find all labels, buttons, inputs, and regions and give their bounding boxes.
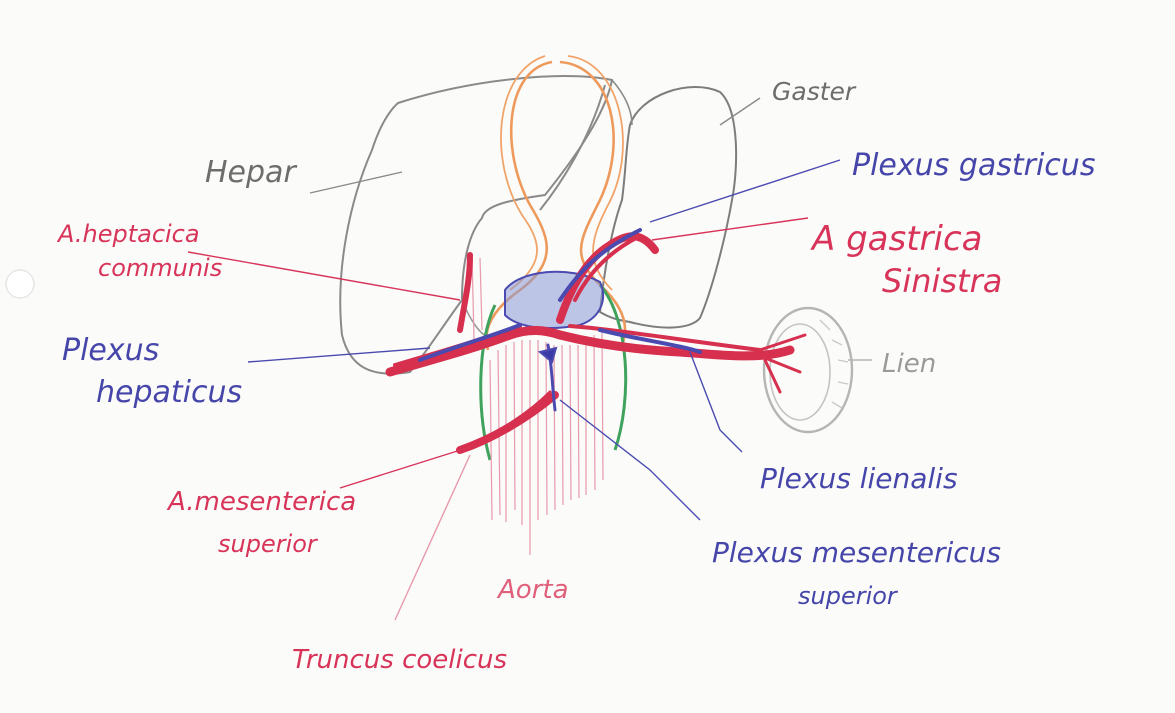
arteries (390, 236, 805, 450)
plexus-hepaticus-path (420, 325, 520, 360)
plexus-node (540, 348, 556, 362)
leader-truncus (395, 455, 470, 620)
liver-inner-line (540, 85, 605, 210)
label-plexus-hepaticus-2: hepaticus (96, 375, 242, 410)
splenic-branch-3 (765, 360, 780, 392)
label-hepar: Hepar (205, 155, 297, 190)
spleen-outer (764, 308, 852, 432)
aorta-outline-right (600, 285, 626, 450)
leader-plexus-hepaticus (248, 348, 430, 362)
label-a-mesenterica-2: superior (218, 530, 319, 558)
leader-a-hepatica (188, 252, 460, 300)
leader-gaster (720, 98, 760, 125)
label-a-gastrica-2: Sinistra (882, 262, 1002, 300)
label-truncus: Truncus coelicus (292, 645, 507, 675)
leader-a-mesenterica (340, 447, 470, 488)
label-a-mesenterica-1: A.mesenterica (166, 487, 356, 517)
label-plexus-lienalis: Plexus lienalis (760, 462, 958, 495)
leader-plexus-lienalis (690, 352, 742, 452)
label-a-hepatica-1: A.heptacica (56, 220, 200, 248)
label-aorta: Aorta (496, 575, 569, 605)
binder-hole (6, 270, 34, 298)
label-plexus-mesentericus-2: superior (798, 582, 899, 610)
label-plexus-hepaticus-1: Plexus (62, 333, 159, 368)
leader-hepar (310, 172, 402, 193)
leader-plexus-gastricus (650, 160, 840, 222)
label-a-gastrica-1: A gastrica (810, 219, 982, 259)
stomach-outline (600, 87, 736, 328)
label-gaster: Gaster (772, 77, 857, 106)
esophagus-loop-3 (501, 56, 545, 290)
leader-a-gastrica (652, 218, 808, 240)
stomach-inner-line (612, 80, 632, 125)
liver-outline (340, 76, 612, 374)
label-plexus-gastricus: Plexus gastricus (852, 148, 1095, 183)
label-lien: Lien (882, 349, 936, 379)
label-plexus-mesentericus-1: Plexus mesentericus (712, 536, 1001, 569)
leader-plexus-mesentericus (560, 400, 700, 520)
common-hepatic-artery (390, 330, 560, 372)
label-a-hepatica-2: communis (98, 254, 222, 282)
